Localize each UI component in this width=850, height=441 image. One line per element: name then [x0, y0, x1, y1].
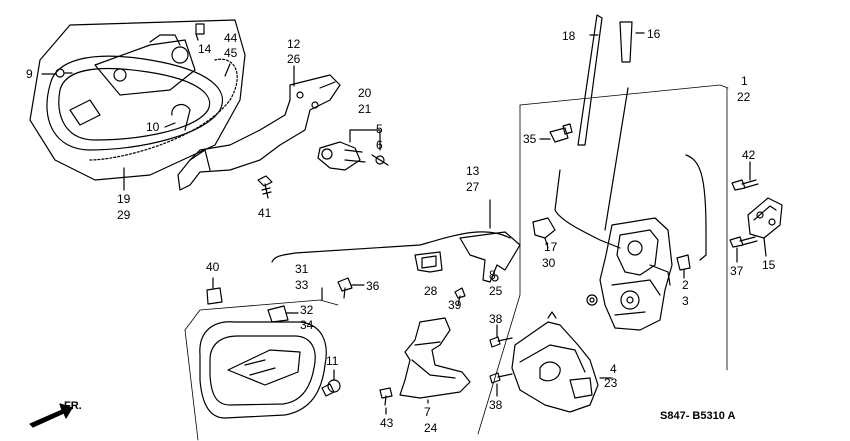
callout-2: 2 — [682, 278, 689, 292]
callout-9: 9 — [26, 67, 33, 81]
latch-frame-left — [477, 104, 521, 435]
callout-7: 7 — [424, 405, 431, 419]
callout-4: 4 — [610, 362, 617, 376]
callout-23: 23 — [604, 376, 618, 390]
callout-38-upper: 38 — [489, 312, 503, 326]
callout-15: 15 — [762, 258, 776, 272]
callout-45: 45 — [224, 46, 238, 60]
callout-31: 31 — [295, 262, 309, 276]
callout-12: 12 — [287, 37, 301, 51]
callout-6: 6 — [376, 138, 383, 152]
callout-27: 27 — [466, 180, 480, 194]
outer-handle-assembly — [29, 19, 246, 181]
callout-11: 11 — [326, 354, 339, 368]
bolt-42 — [731, 179, 759, 191]
bolt-38b — [489, 372, 513, 384]
leader-17 — [544, 237, 549, 249]
callout-30: 30 — [542, 256, 556, 270]
clip-40 — [206, 287, 223, 305]
callout-26: 26 — [287, 52, 301, 66]
rod-long-b — [554, 169, 621, 249]
leader-15 — [763, 237, 767, 257]
leader-10 — [164, 122, 176, 128]
callout-43: 43 — [380, 416, 394, 430]
front-arrow-icon — [29, 403, 73, 428]
latch-frame-top — [519, 84, 729, 106]
clip-17 — [532, 217, 556, 239]
callout-17: 17 — [544, 240, 558, 254]
callout-34: 34 — [300, 318, 314, 332]
callout-8: 8 — [489, 268, 496, 282]
rod-13 — [271, 231, 511, 263]
callout-10: 10 — [146, 120, 160, 134]
screw-39 — [454, 287, 466, 306]
rod-long-a — [604, 87, 629, 231]
callout-13: 13 — [466, 164, 480, 178]
callout-38-lower: 38 — [489, 398, 503, 412]
rod-17 — [685, 154, 707, 261]
inner-handle-frame-left — [184, 329, 199, 441]
bolt-37 — [729, 236, 758, 248]
callout-19: 19 — [117, 192, 131, 206]
rod-18 — [577, 14, 603, 146]
callout-16: 16 — [647, 27, 661, 41]
clip-28 — [414, 251, 443, 273]
callout-5: 5 — [376, 122, 383, 136]
callout-40: 40 — [206, 260, 220, 274]
inner-handle — [199, 321, 341, 419]
callout-42: 42 — [742, 148, 756, 162]
key-cylinder — [317, 141, 389, 171]
callout-14: 14 — [198, 42, 212, 56]
bolt-41 — [257, 175, 273, 199]
callout-21: 21 — [358, 102, 372, 116]
leader-14 — [195, 33, 199, 41]
screw-43 — [379, 387, 393, 406]
callout-29: 29 — [117, 208, 131, 222]
callout-20: 20 — [358, 86, 372, 100]
latch-protector — [399, 317, 471, 399]
handle-bracket — [177, 74, 341, 191]
callout-39: 39 — [448, 298, 462, 312]
diagram-code: S847- B5310 A — [660, 410, 736, 422]
door-latch-assembly — [599, 217, 673, 331]
clip-35 — [549, 127, 569, 143]
callout-44: 44 — [224, 31, 238, 45]
bolt-38a — [489, 336, 513, 348]
callout-37: 37 — [730, 264, 744, 278]
callout-33: 33 — [295, 278, 309, 292]
callout-22: 22 — [737, 90, 751, 104]
screw-36 — [337, 277, 353, 299]
lock-button-16 — [619, 21, 633, 63]
callout-24: 24 — [424, 421, 438, 435]
clip-32 — [267, 305, 289, 323]
leader-20 — [349, 129, 381, 151]
callout-3: 3 — [682, 294, 689, 308]
callout-1: 1 — [741, 74, 748, 88]
callout-18: 18 — [562, 29, 576, 43]
callout-36: 36 — [366, 279, 380, 293]
clip-2 — [676, 254, 691, 271]
callout-41: 41 — [258, 206, 272, 220]
rod-bracket — [459, 231, 521, 283]
leader-44 — [224, 63, 231, 77]
callout-28: 28 — [424, 284, 438, 298]
washer — [586, 294, 598, 306]
lock-actuator — [511, 311, 599, 413]
striker — [747, 197, 783, 239]
callout-25: 25 — [489, 284, 503, 298]
front-direction-label: FR. — [64, 400, 82, 412]
callout-32: 32 — [300, 303, 314, 317]
callout-35: 35 — [523, 132, 537, 146]
inner-handle-frame-top — [184, 299, 339, 331]
